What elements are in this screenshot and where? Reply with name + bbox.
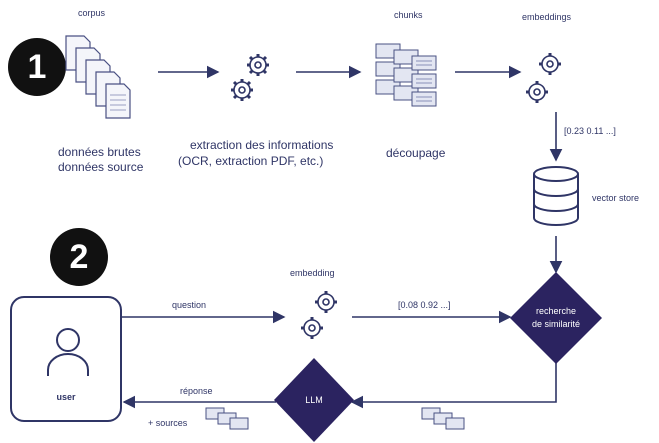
llm-label: LLM bbox=[305, 395, 323, 405]
embedding-vector-sample: [0.23 0.11 ...] bbox=[564, 126, 616, 136]
raw-data-label: données brutes bbox=[58, 145, 141, 159]
chunks-title: chunks bbox=[394, 10, 423, 20]
corpus-title: corpus bbox=[78, 8, 106, 18]
similarity-search-line2: de similarité bbox=[531, 319, 580, 329]
similarity-search-line1: recherche bbox=[535, 306, 577, 316]
extraction-label-line1: extraction des informations bbox=[190, 138, 334, 152]
vector-store-label: vector store bbox=[592, 193, 640, 203]
embeddings-title: embeddings bbox=[522, 12, 572, 22]
extraction-label-line2: (OCR, extraction PDF, etc.) bbox=[178, 154, 324, 168]
user-person-icon bbox=[47, 328, 89, 376]
step-1-badge: 1 bbox=[8, 38, 66, 96]
response-label: réponse bbox=[180, 386, 213, 396]
chunking-label: découpage bbox=[386, 146, 446, 160]
user-label: user bbox=[56, 392, 76, 402]
query-vector-sample: [0.08 0.92 ...] bbox=[398, 300, 451, 310]
user-box[interactable]: user bbox=[10, 296, 122, 422]
embedding-title: embedding bbox=[290, 268, 335, 278]
step-2-badge: 2 bbox=[50, 228, 108, 286]
source-data-label: données source bbox=[58, 160, 144, 174]
similarity-search-label: recherche de similarité bbox=[510, 305, 602, 331]
question-label: question bbox=[172, 300, 207, 310]
arrow-search-to-llm bbox=[350, 362, 557, 409]
sources-label: + sources bbox=[148, 418, 188, 428]
